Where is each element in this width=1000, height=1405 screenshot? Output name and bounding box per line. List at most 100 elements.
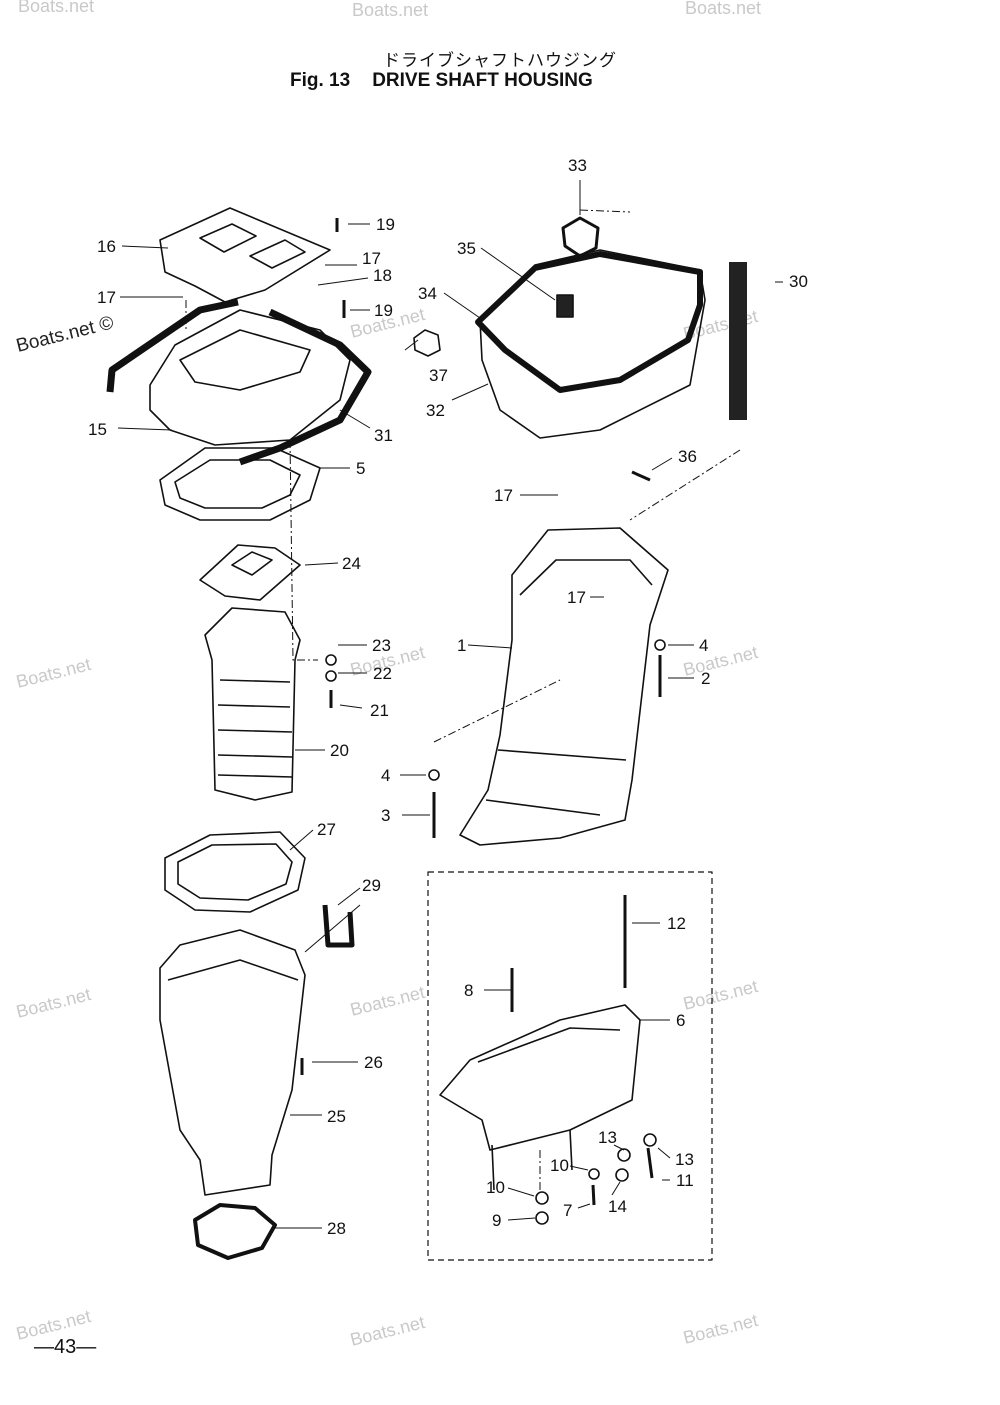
callout: 37 <box>429 366 448 385</box>
part-5-gasket <box>159 447 321 521</box>
callout: 24 <box>342 554 361 573</box>
callout: 17 <box>567 588 586 607</box>
alignment-line <box>289 439 318 661</box>
callout: 19 <box>374 301 393 320</box>
watermark: Boats.net <box>352 0 428 20</box>
part-33-grommet <box>561 216 600 258</box>
callout: 2 <box>701 669 710 688</box>
leader-line <box>577 1203 591 1209</box>
leader-line <box>337 887 361 906</box>
callout: 30 <box>789 272 808 291</box>
leader-line <box>304 562 339 566</box>
part-36-bolt <box>631 470 651 482</box>
sub-assembly-box <box>427 871 713 1261</box>
leader-line <box>467 644 513 649</box>
callout: 7 <box>563 1201 572 1220</box>
callout: 9 <box>492 1211 501 1230</box>
part-10-washer <box>535 1191 549 1205</box>
leader-line <box>404 339 419 351</box>
part-29-clip <box>322 904 355 948</box>
alignment-line <box>579 209 631 213</box>
watermark: Boats.net <box>685 0 761 18</box>
watermark: Boats.net <box>681 642 760 680</box>
plate-24-inner <box>231 551 273 576</box>
callout: 19 <box>376 215 395 234</box>
callout: 34 <box>418 284 437 303</box>
part-25-muffler <box>159 929 306 1196</box>
part-22-washer <box>325 670 337 682</box>
figure-name: DRIVE SHAFT HOUSING <box>372 70 593 91</box>
gasket-inner <box>174 459 301 509</box>
muffler-rim <box>167 959 299 981</box>
callout: 4 <box>381 766 390 785</box>
exhaust-ribs <box>217 679 293 778</box>
callout: 18 <box>373 266 392 285</box>
part-32-cover <box>479 249 706 439</box>
part-4-washer <box>654 639 666 651</box>
leader-line <box>451 383 489 401</box>
watermark: Boats.net <box>14 654 93 692</box>
callout: 1 <box>457 636 466 655</box>
watermark-prominent: Boats.net © <box>14 312 116 356</box>
part-31-seal <box>238 308 372 466</box>
callout: 27 <box>317 820 336 839</box>
part-6-extension <box>439 1004 641 1151</box>
watermark: Boats.net <box>681 976 760 1014</box>
leader-line <box>507 1217 536 1221</box>
part-34-seal <box>475 251 703 393</box>
part-7-bolt <box>591 1184 596 1206</box>
part-24-plate <box>199 544 301 601</box>
callout: 22 <box>373 664 392 683</box>
callout: 32 <box>426 401 445 420</box>
part-16-plate <box>159 207 331 303</box>
callout: 6 <box>676 1011 685 1030</box>
callout: 26 <box>364 1053 383 1072</box>
callout: 11 <box>676 1171 694 1190</box>
callout: 17 <box>97 288 116 307</box>
part-37-grommet <box>413 329 441 357</box>
housing-detail <box>485 559 653 816</box>
leader-line <box>613 1144 625 1151</box>
extension-detail <box>477 1027 621 1191</box>
callout-numbers: 1 2 3 4 4 5 6 7 8 9 10 10 11 12 13 13 14… <box>88 156 808 1238</box>
callout: 13 <box>598 1128 617 1147</box>
watermark: Boats.net <box>18 0 94 16</box>
leader-line <box>657 1147 671 1159</box>
leader-line <box>651 457 673 471</box>
part-10-washer <box>588 1168 600 1180</box>
leader-line <box>443 292 481 319</box>
callout: 15 <box>88 420 107 439</box>
callout: 5 <box>356 459 365 478</box>
alignment-line <box>629 449 741 521</box>
leader-line <box>507 1187 535 1197</box>
callout: 13 <box>675 1150 694 1169</box>
callout: 17 <box>362 249 381 268</box>
leader-line <box>569 1165 589 1171</box>
leader-line <box>339 409 371 429</box>
alignment-lines <box>185 209 741 1190</box>
leader-line <box>339 704 363 709</box>
leader-line <box>121 245 169 249</box>
adaptor-detail <box>179 329 311 391</box>
part-28-seal <box>193 1203 277 1260</box>
leader-line <box>317 277 369 286</box>
part-23-washer <box>325 654 337 666</box>
leader-line <box>289 829 314 851</box>
part-20-exhaust <box>204 607 301 801</box>
watermark: Boats.net <box>681 1310 760 1348</box>
alignment-line <box>433 679 561 743</box>
callout: 4 <box>699 636 708 655</box>
callout: 20 <box>330 741 349 760</box>
watermark: Boats.net <box>348 1312 427 1350</box>
part-13-washer <box>617 1148 631 1162</box>
part-14-collar <box>615 1168 629 1182</box>
part-11-bolt <box>646 1147 654 1179</box>
callout: 8 <box>464 981 473 1000</box>
callout: 23 <box>372 636 391 655</box>
callout: 10 <box>486 1178 505 1197</box>
callout: 3 <box>381 806 390 825</box>
part-15-adaptor <box>149 309 351 446</box>
callout: 29 <box>362 876 381 895</box>
plate-cutout <box>199 223 306 269</box>
